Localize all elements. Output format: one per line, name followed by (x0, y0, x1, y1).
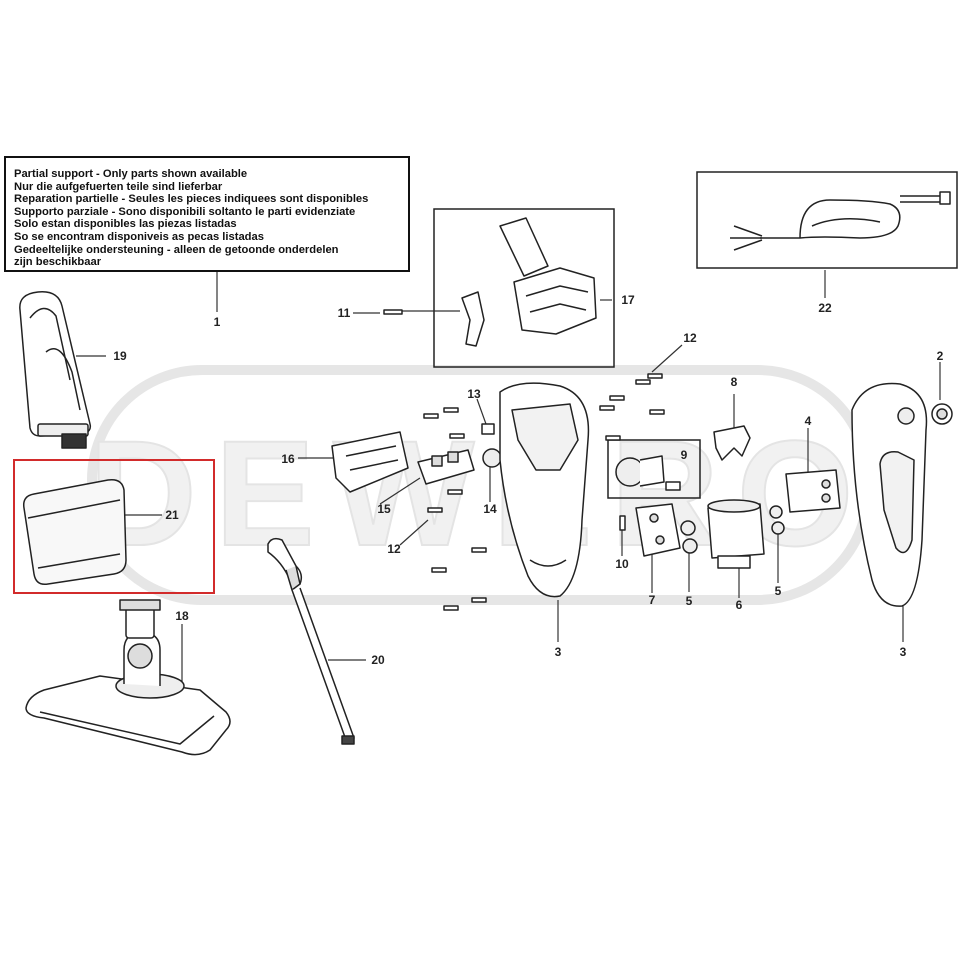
part-4-bracket (785, 469, 841, 513)
callout-12-bottom: 12 (387, 542, 401, 556)
callout-3-left: 3 (555, 645, 562, 659)
notice-line-de: Nur die aufgefuerten teile sind lieferba… (14, 180, 223, 193)
part-3-housing-left (499, 382, 590, 598)
callout-13: 13 (467, 387, 481, 401)
callout-7: 7 (649, 593, 656, 607)
callout-1: 1 (214, 315, 221, 329)
callout-6: 6 (736, 598, 743, 612)
inset-box-part-17 (433, 208, 615, 368)
callout-18: 18 (175, 609, 189, 623)
part-14-knob (482, 448, 502, 468)
notice-line-fr: Reparation partielle - Seules les pieces… (14, 193, 369, 206)
notice-line-pt: So se encontram disponiveis as pecas lis… (14, 230, 264, 243)
availability-notice: Partial support - Only parts shown avail… (4, 156, 410, 272)
watermark: DEWERO (87, 365, 873, 605)
part-22-power-cord (730, 191, 951, 251)
part-13-cap (481, 423, 495, 435)
inset-box-part-9 (607, 439, 701, 499)
part-18-floor-head (25, 599, 231, 756)
callout-21: 21 (165, 508, 179, 522)
notice-line-es: Solo estan disponibles las piezas listad… (14, 218, 237, 231)
part-11-latch (383, 291, 485, 347)
callout-19: 19 (113, 349, 127, 363)
highlight-box-part-21 (13, 459, 215, 594)
callout-17: 17 (621, 293, 635, 307)
callout-14: 14 (483, 502, 497, 516)
callout-12-top: 12 (683, 331, 697, 345)
part-15-switch (417, 449, 475, 485)
callout-15: 15 (377, 502, 391, 516)
part-19-handle-grip (19, 291, 92, 449)
callout-3-right: 3 (900, 645, 907, 659)
part-16-bracket (331, 431, 409, 493)
callout-11: 11 (338, 306, 351, 320)
callout-5-right: 5 (775, 584, 782, 598)
inset-box-part-22 (696, 171, 958, 269)
callout-9: 9 (681, 448, 688, 462)
callout-4: 4 (805, 414, 812, 428)
callout-2: 2 (937, 349, 944, 363)
part-21-mop-pad (22, 478, 127, 586)
part-8-clip (713, 425, 751, 461)
notice-line-en: Partial support - Only parts shown avail… (14, 168, 248, 180)
part-7-valve-block (635, 503, 681, 557)
part-5-seals (680, 505, 785, 554)
part-17-handle-assembly (499, 217, 597, 335)
part-3-housing-right (851, 382, 928, 607)
part-9-pump (615, 455, 681, 491)
part-10-pin (619, 515, 626, 531)
leader-lines (76, 270, 941, 690)
notice-line-nl-1: Gedeeltelijke ondersteuning - alleen de … (14, 243, 339, 256)
callout-5-left: 5 (686, 594, 693, 608)
part-2-button (931, 403, 953, 425)
callout-22: 22 (818, 301, 832, 315)
notice-line-nl-2: zijn beschikbaar (14, 256, 102, 269)
callout-10: 10 (615, 557, 629, 571)
callout-8: 8 (731, 375, 738, 389)
part-6-boiler (707, 499, 765, 569)
part-20-pole (267, 537, 355, 745)
notice-line-it: Supporto parziale - Sono disponibili sol… (14, 205, 356, 218)
callout-16: 16 (281, 452, 295, 466)
part-12-screws (423, 373, 665, 611)
callout-labels: 1 2 3 3 4 5 5 6 7 8 9 10 11 12 12 13 14 … (113, 293, 943, 667)
callout-20: 20 (371, 653, 385, 667)
